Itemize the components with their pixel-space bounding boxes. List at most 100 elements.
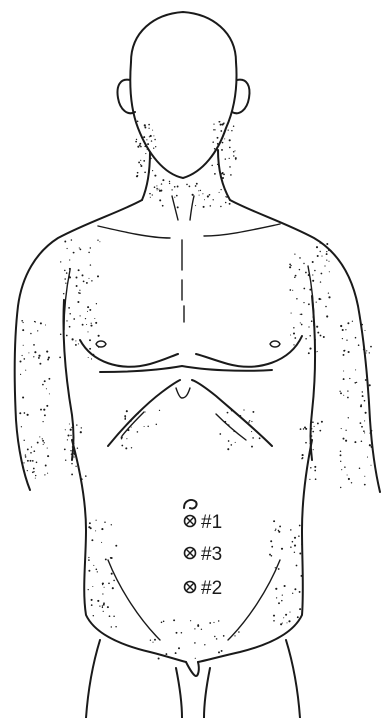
stipple-dot [169,183,170,184]
stipple-dot [189,186,191,188]
stipple-dot [144,127,146,129]
stipple-dot [112,587,114,589]
stipple-dot [83,281,85,283]
stipple-dot [154,186,156,188]
stipple-dot [216,638,218,640]
stipple-dot [342,329,344,331]
stipple-dot [64,449,66,451]
stipple-dot [124,415,126,417]
stipple-dot [111,626,112,627]
stipple-dot [113,580,115,582]
stipple-dot [302,454,304,456]
stipple-dot [229,147,231,149]
stipple-dot [64,241,66,243]
stipple-dot [102,593,103,594]
stipple-dot [99,241,100,242]
stipple-dot [308,326,309,327]
stipple-dot [43,409,45,411]
stipple-dot [87,311,88,312]
stipple-dot [194,628,195,629]
stipple-dot [259,437,261,439]
stipple-dot [343,438,345,440]
stipple-dot [227,448,229,450]
stipple-dot [302,457,304,459]
stipple-dot [305,442,307,444]
stipple-dot [220,189,221,190]
stipple-dot [38,355,40,357]
stipple-dot [282,594,283,595]
stipple-dot [347,475,348,476]
port-marker-2: #2 [185,578,223,599]
stipple-dot [300,428,302,430]
stipple-dot [78,269,80,271]
stipple-dot [355,337,357,339]
stipple-dot [23,345,24,346]
stipple-dot [23,440,24,441]
stipple-dot [90,527,92,529]
stipple-dot [103,611,104,612]
stipple-dot [139,143,141,145]
stipple-dot [96,303,97,304]
stipple-dot [23,358,25,360]
stipple-dot [71,463,73,465]
stipple-dot [346,340,347,341]
stipple-dot [301,313,303,315]
stipple-dot [93,615,94,616]
stipple-dot [218,651,220,653]
stipple-dot [44,442,45,443]
stipple-dot [23,322,24,323]
stipple-dot [231,130,232,131]
stipple-dot [147,426,148,427]
stipple-dot [305,272,307,274]
stipple-dot [295,275,297,277]
stipple-dot [77,447,78,448]
stipple-dot [238,631,240,633]
stipple-dot [46,405,48,407]
stipple-dot [160,190,162,192]
stipple-dot [289,612,290,613]
stipple-dot [153,135,154,136]
stipple-dot [195,185,197,187]
stipple-dot [152,194,153,195]
stipple-dot [317,332,319,334]
stipple-dot [292,593,293,594]
stipple-dot [340,325,342,327]
stipple-dot [102,584,103,585]
stipple-dot [22,396,24,398]
stipple-dot [313,449,314,450]
stipple-dot [59,357,61,359]
stipple-dot [34,321,35,322]
stipple-dot [67,248,68,249]
stipple-dot [88,357,89,358]
stipple-dot [27,448,29,450]
stipple-dot [361,440,363,442]
stipple-dot [293,327,294,328]
stipple-dot [270,540,272,542]
stipple-dot [87,331,88,332]
stipple-dot [152,642,153,643]
stipple-dot [364,330,365,331]
stipple-dot [147,143,149,145]
stipple-dot [312,431,314,433]
stipple-dot [292,290,293,291]
stipple-dot [163,621,165,623]
stipple-dot [221,650,223,652]
stipple-dot [152,130,153,131]
stipple-dot [108,582,110,584]
stipple-dot [96,520,97,521]
stipple-dot [88,278,89,279]
stipple-dot [229,158,230,159]
stipple-dot [369,384,371,386]
stipple-dot [351,482,352,483]
stipple-dot [201,629,202,630]
stipple-dot [328,296,330,298]
stipple-dot [159,199,161,201]
stipple-dot [126,410,128,412]
stipple-dot [273,615,275,617]
stipple-dot [199,195,200,196]
stipple-dot [314,470,316,472]
stipple-dot [347,397,349,399]
stipple-dot [251,431,252,432]
stipple-dot [28,352,29,353]
stipple-dot [213,199,214,200]
